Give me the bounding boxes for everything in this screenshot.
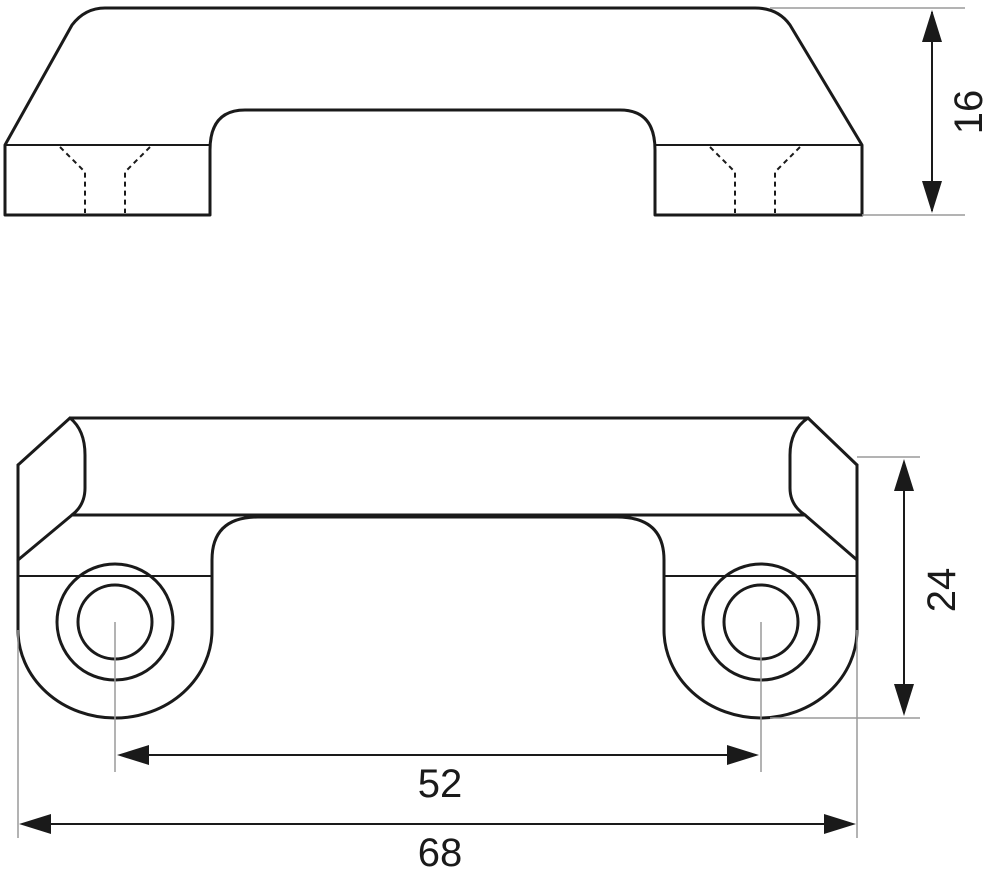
plan-view-left-end [16, 416, 87, 562]
dimension-hole-spacing: 52 [117, 745, 759, 806]
plan-view [16, 416, 859, 772]
dimension-height-top: 16 [770, 7, 991, 216]
hidden-hole-left [59, 146, 86, 213]
dimension-overall-length: 68 [17, 630, 858, 875]
arrowhead [894, 684, 914, 716]
plan-view-right-end [788, 416, 859, 562]
arrowhead [824, 814, 856, 834]
plan-view-body-outline [16, 463, 859, 720]
hidden-hole-left [124, 146, 151, 213]
plan-view-top-edge [16, 416, 859, 467]
hidden-hole-right [709, 146, 736, 213]
arrowhead [19, 814, 51, 834]
dimension-height-bottom: 24 [770, 456, 964, 719]
arrowhead [922, 181, 942, 213]
dimension-label-52: 52 [418, 762, 463, 806]
side-view [3, 6, 864, 217]
hidden-hole-right [774, 146, 801, 213]
arrowhead [117, 745, 149, 765]
arrowhead [727, 745, 759, 765]
side-view-outline [3, 6, 864, 217]
dimension-label-16: 16 [947, 90, 991, 135]
arrowhead [922, 10, 942, 42]
dimension-label-68: 68 [418, 831, 463, 875]
arrowhead [894, 459, 914, 491]
dimension-label-24: 24 [920, 568, 964, 613]
